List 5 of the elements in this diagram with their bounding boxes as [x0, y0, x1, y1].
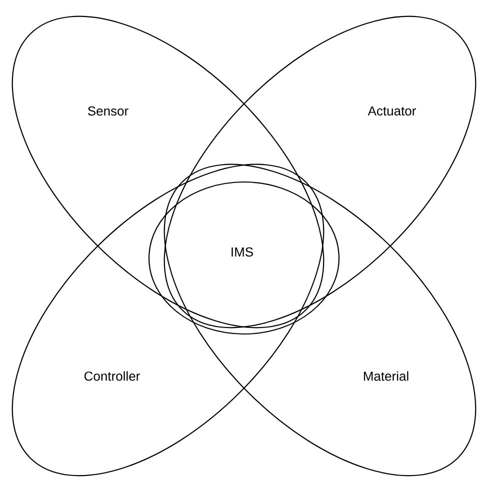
region-label: Actuator: [368, 106, 416, 116]
region-label: Sensor: [88, 106, 128, 116]
region-label: Controller: [84, 371, 140, 381]
region-label: Material: [364, 371, 408, 381]
region-label: IMS: [232, 247, 253, 257]
